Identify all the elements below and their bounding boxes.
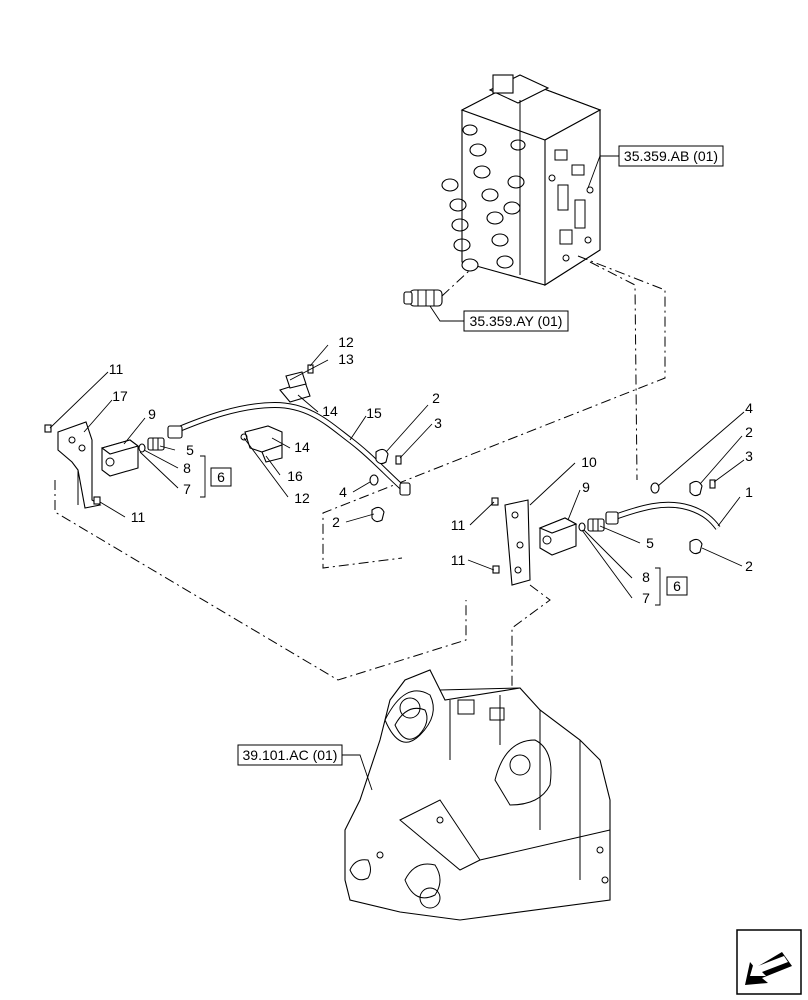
callout-2: 2: [745, 558, 753, 574]
ref-frame[interactable]: 39.101.AC (01): [237, 744, 373, 791]
right-hose-1: [605, 501, 721, 530]
callout-12: 12: [338, 334, 354, 350]
callout-5: 5: [186, 442, 194, 458]
callout-6: 6: [217, 469, 225, 485]
right-clip-2a: [689, 480, 703, 497]
callout-7: 7: [183, 481, 191, 497]
right-fitting-5: [587, 518, 605, 532]
callout-14: 14: [294, 439, 310, 455]
left-fitting-5: [147, 437, 165, 451]
left-bolt-11b: [93, 496, 101, 505]
ref-frame-label: 39.101.AC (01): [243, 747, 338, 763]
left-bolt-11a: [44, 424, 52, 433]
callout-9: 9: [148, 406, 156, 422]
callout-11: 11: [451, 552, 466, 568]
machine-frame: [344, 669, 611, 921]
valve-cartridge: [403, 269, 471, 307]
callout-11: 11: [131, 509, 146, 525]
ref-valve-cartridge[interactable]: 35.359.AY (01): [429, 305, 569, 332]
arrow-navigation-icon[interactable]: [736, 929, 802, 995]
callout-14: 14: [322, 403, 338, 419]
callout-box-6: [666, 576, 688, 596]
callout-17: 17: [112, 388, 128, 404]
right-oring-4: [650, 482, 660, 494]
hose-clamp-14b: [240, 425, 283, 463]
callout-8: 8: [183, 460, 191, 476]
callout-11: 11: [109, 361, 124, 377]
callout-9: 9: [582, 479, 590, 495]
callout-12: 12: [294, 490, 310, 506]
left-bracket-17: [57, 421, 102, 509]
right-bolt-3: [709, 479, 716, 489]
callout-2: 2: [745, 424, 753, 440]
ref-valve-block[interactable]: 35.359.AB (01): [587, 145, 724, 189]
left-clip-2b: [371, 506, 385, 523]
left-bolt-3: [395, 455, 402, 465]
callout-1: 1: [745, 484, 753, 500]
ref-valve-block-label: 35.359.AB (01): [624, 148, 718, 164]
callout-8: 8: [642, 569, 650, 585]
right-clip-2b: [689, 538, 703, 555]
callout-box-6: [210, 467, 232, 487]
callout-16: 16: [287, 468, 303, 484]
callout-15: 15: [366, 405, 382, 421]
ref-valve-cartridge-label: 35.359.AY (01): [470, 313, 563, 329]
callout-13: 13: [338, 351, 354, 367]
left-valve-block-9: [100, 439, 140, 477]
callout-5: 5: [646, 535, 654, 551]
right-valve-block-9: [538, 517, 578, 556]
left-hose-15: [167, 401, 411, 496]
callout-3: 3: [434, 415, 442, 431]
left-oring-4: [369, 474, 379, 486]
callout-2: 2: [332, 514, 340, 530]
right-bolt-11c: [491, 497, 499, 506]
callout-10: 10: [581, 454, 597, 470]
callout-4: 4: [339, 484, 347, 500]
control-valve-block: [441, 74, 602, 287]
right-bracket-10: [504, 499, 531, 586]
callout-4: 4: [745, 400, 753, 416]
left-clip-2a: [375, 448, 389, 465]
routing-lines: [54, 255, 666, 700]
callout-leaders: [49, 344, 745, 606]
callout-3: 3: [745, 448, 753, 464]
hose-clamp-14a: [279, 371, 311, 403]
callout-6: 6: [673, 578, 681, 594]
callout-numbers: 11 17 9 5 8 7 11 6 12 13 14 15 14 16 12 …: [109, 334, 753, 606]
callout-11: 11: [451, 517, 466, 533]
left-seal-8: [138, 443, 146, 453]
right-seal-8: [578, 522, 586, 532]
callout-7: 7: [642, 590, 650, 606]
callout-2: 2: [432, 390, 440, 406]
